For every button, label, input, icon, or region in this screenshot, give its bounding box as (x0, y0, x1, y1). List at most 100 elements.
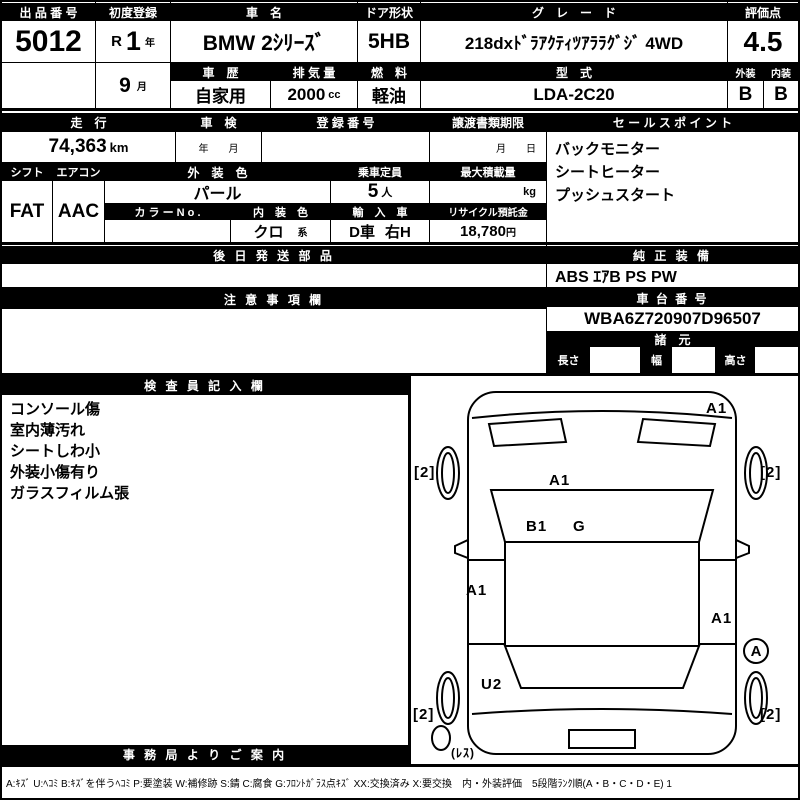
car-body-outline (467, 391, 737, 755)
int-color-suffix: 系 (297, 227, 308, 239)
gridline (95, 2, 96, 108)
ext-color: パール (193, 186, 242, 203)
mileage: 74,363 (48, 136, 107, 157)
damage-mark: G (573, 518, 586, 535)
gridline (52, 163, 53, 242)
inspector-note: ガラスフィルム張 (10, 485, 130, 502)
gridline (420, 2, 421, 108)
gridline (546, 113, 547, 242)
interior-grade: B (774, 83, 788, 105)
border-left (0, 0, 2, 800)
history-label: 車 歴 (171, 63, 270, 81)
damage-mark: A1 (706, 400, 728, 417)
front-bumper-line (471, 410, 733, 419)
gridline (429, 113, 430, 242)
import-d: D車 (349, 223, 375, 241)
damage-mark: A1 (549, 472, 571, 489)
rear-window (503, 645, 701, 689)
reg-year: 1 (125, 26, 141, 56)
interior-label: 内装 (764, 63, 798, 81)
inspection-label: 車 検 (176, 113, 261, 132)
inspector-note: シートしわ小 (10, 443, 101, 460)
gridline (270, 62, 271, 108)
sales-point-label: セ ー ル ス ポ イ ン ト (547, 113, 798, 132)
max-load-label: 最大積載量 (430, 163, 546, 181)
shift: FAT (9, 200, 45, 222)
divider-vertical (408, 376, 411, 764)
recycle-unit: 円 (505, 227, 516, 239)
shipping-label: 後 日 発 送 部 品 (2, 246, 546, 264)
displacement-label: 排 気 量 (271, 63, 357, 81)
fuel-label: 燃 料 (358, 63, 420, 81)
sales-points: バックモニター シートヒーター プッシュスタート (555, 138, 795, 207)
inspector-notes: コンソール傷 室内薄汚れ シートしわ小 外装小傷有り ガラスフィルム張 (10, 399, 400, 504)
tire-tread-mark: [2] (413, 706, 435, 723)
gridline (175, 113, 176, 162)
auction-no: 5012 (15, 24, 82, 58)
legend-text: A:ｷｽﾞ U:ﾍｺﾐ B:ｷｽﾞを伴うﾍｺﾐ P:要塗装 W:補修跡 S:錆 … (6, 779, 672, 790)
chassis-label: 車 台 番 号 (547, 290, 798, 307)
sales-point-item: シートヒーター (555, 164, 661, 181)
score-label: 評価点 (728, 3, 798, 21)
tire-tread-mark: [2] (760, 464, 782, 481)
damage-mark: B1 (526, 518, 548, 535)
displacement: 2000 (287, 84, 326, 104)
spare-tire (431, 725, 451, 751)
shift-label: シフト (2, 163, 52, 181)
capacity-unit: 人 (381, 187, 393, 199)
height-label: 高さ (716, 347, 755, 373)
ext-color-label: 外 装 色 (105, 163, 330, 181)
import-h: 右H (385, 223, 411, 241)
ac: AAC (57, 200, 100, 222)
car-top-view-drawing (431, 391, 768, 755)
divider (0, 373, 800, 376)
displacement-unit: cc (328, 88, 341, 101)
damage-mark: A1 (711, 610, 733, 627)
auction-no-label: 出 品 番 号 (2, 3, 95, 21)
border-top (0, 0, 800, 2)
mileage-cell: 74,363 km (2, 132, 175, 162)
border-right (798, 0, 800, 800)
first-reg-month-cell: 9 月 (96, 63, 170, 108)
int-color: クロ (253, 223, 284, 241)
damage-mark: A1 (466, 582, 488, 599)
chassis-no: WBA6Z720907D96507 (584, 309, 761, 328)
ac-label: エアコン (53, 163, 104, 181)
gridline (330, 163, 331, 242)
length-label: 長さ (547, 347, 590, 373)
exterior-grade: B (738, 83, 753, 105)
tire-front-right-inner (749, 452, 763, 494)
spec-label: 諸 元 (547, 331, 798, 347)
damage-mark: U2 (481, 676, 503, 693)
transfer-label: 譲渡書類期限 (430, 113, 546, 132)
import-cell: D車 右H (331, 220, 429, 242)
first-reg-label: 初度登録 (96, 3, 170, 21)
reg-month: 9 (119, 73, 131, 97)
windshield (489, 489, 715, 543)
divider (0, 287, 800, 290)
exterior-label: 外装 (728, 63, 763, 81)
genuine-label: 純 正 装 備 (547, 246, 798, 264)
tire-rear-right (744, 671, 768, 725)
sales-point-item: プッシュスタート (555, 187, 676, 204)
recycle-value: 18,780 (460, 222, 506, 240)
gridline (546, 245, 547, 287)
recycle-cell: 18,780 円 (430, 220, 546, 242)
trunk-line (471, 708, 733, 715)
car-damage-diagram: A1 [2] [2] A1 B1 G A1 A1 A U2 [2] [2] (ﾚ… (411, 376, 798, 764)
gridline (357, 2, 358, 108)
fuel: 軽油 (372, 87, 406, 106)
tire-front-left-inner (441, 452, 455, 494)
sales-point-item: バックモニター (555, 141, 661, 158)
gridline (104, 163, 105, 242)
car-name-label: 車 名 (171, 3, 357, 21)
score: 4.5 (743, 25, 783, 57)
color-no-label: カ ラ ー N o . (105, 203, 230, 220)
tire-tread-mark: [2] (414, 464, 436, 481)
gridline (261, 113, 262, 162)
gridline (170, 2, 171, 108)
capacity-label: 乗車定員 (331, 163, 429, 181)
transfer-value: 月 日 (496, 143, 536, 155)
model-label: 型 式 (421, 63, 727, 81)
max-load-unit: kg (523, 186, 536, 198)
